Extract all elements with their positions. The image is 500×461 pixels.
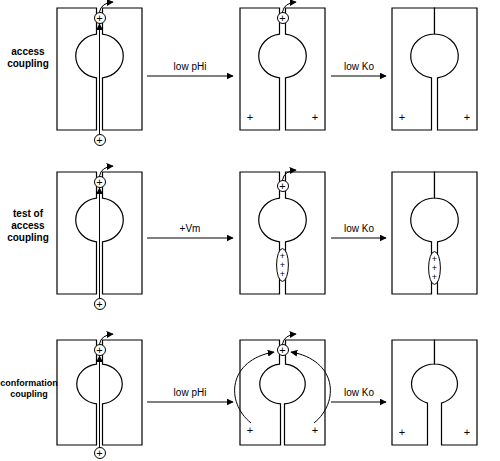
channel-wall [392,172,435,294]
ion-path-arrow [99,188,100,298]
channel-panel [240,8,325,130]
condition-label: low pHi [155,61,225,73]
condition-label: low Ko [329,223,389,235]
oval-outline [429,252,441,285]
channel-panel [392,340,477,445]
ion-circle: + [277,12,289,24]
charge-sign: + [397,426,407,439]
step-arrow [331,238,386,239]
channel-panel [240,172,325,294]
ion-circle: + [94,12,106,24]
channel-panel [240,340,325,445]
charge-sign: + [245,111,255,124]
charge-sign: + [397,111,407,124]
ion-charge: + [96,299,102,309]
channel-wall [392,340,435,445]
step-arrow [331,402,386,403]
ion-circle: + [94,134,106,146]
ion-circle: + [277,344,289,356]
ion-path-arrow [99,356,100,447]
row-label: test of access coupling [0,208,56,244]
exit-arrow [100,2,114,12]
condition-label: low Ko [329,387,389,399]
charge-signs: + + + [431,255,439,282]
charge-oval: + + + [428,251,441,285]
ion-circle: + [94,176,106,188]
exit-arrow [100,166,114,176]
ion-circle: + [94,447,106,459]
charge-oval: + + + [276,248,289,282]
step-arrow [147,238,233,239]
ion-charge: + [279,13,285,23]
charge-sign: + [310,424,320,437]
ion-charge: + [279,181,285,191]
row-label: conformation coupling [0,378,58,400]
exit-arrow [100,334,114,344]
ion-charge: + [96,345,102,355]
row-label: access coupling [0,46,56,70]
channel-wall [103,172,143,294]
channel-panel [392,172,477,294]
step-arrow [331,76,386,77]
ion-circle: + [94,298,106,310]
coupling-arrow [291,352,330,423]
channel-wall [435,8,478,130]
charge-sign: + [462,111,472,124]
channel-wall [57,340,97,445]
charge-sign: + [310,111,320,124]
channel-panel [57,340,142,445]
channel-wall [435,340,478,445]
channel-wall [240,172,280,294]
step-arrow [147,402,233,403]
ion-charge: + [96,448,102,458]
charge-sign: + [462,426,472,439]
channel-wall [435,172,478,294]
channel-wall [392,8,435,130]
channel-wall [286,8,326,130]
coupling-arrow [235,352,274,423]
channel-wall [103,8,143,130]
condition-label: +Vm [155,223,225,235]
ion-circle: + [277,180,289,192]
ion-circle: + [94,344,106,356]
channel-panel [392,8,477,130]
exit-arrow [283,170,297,180]
condition-label: low pHi [155,387,225,399]
ion-path-arrow [99,24,100,134]
ion-charge: + [96,13,102,23]
channel-wall [57,172,97,294]
condition-label: low Ko [329,61,389,73]
channel-wall [103,340,143,445]
charge-signs: + + + [279,252,287,279]
channel-wall [286,172,326,294]
ion-charge: + [96,177,102,187]
channel-wall [57,8,97,130]
channel-wall [240,8,280,130]
ion-charge: + [96,135,102,145]
exit-arrow [283,334,297,344]
ion-charge: + [279,345,285,355]
step-arrow [147,76,233,77]
exit-arrow [283,2,297,12]
oval-outline [277,249,289,282]
channel-panel [57,8,142,130]
charge-sign: + [245,424,255,437]
channel-panel [57,172,142,294]
